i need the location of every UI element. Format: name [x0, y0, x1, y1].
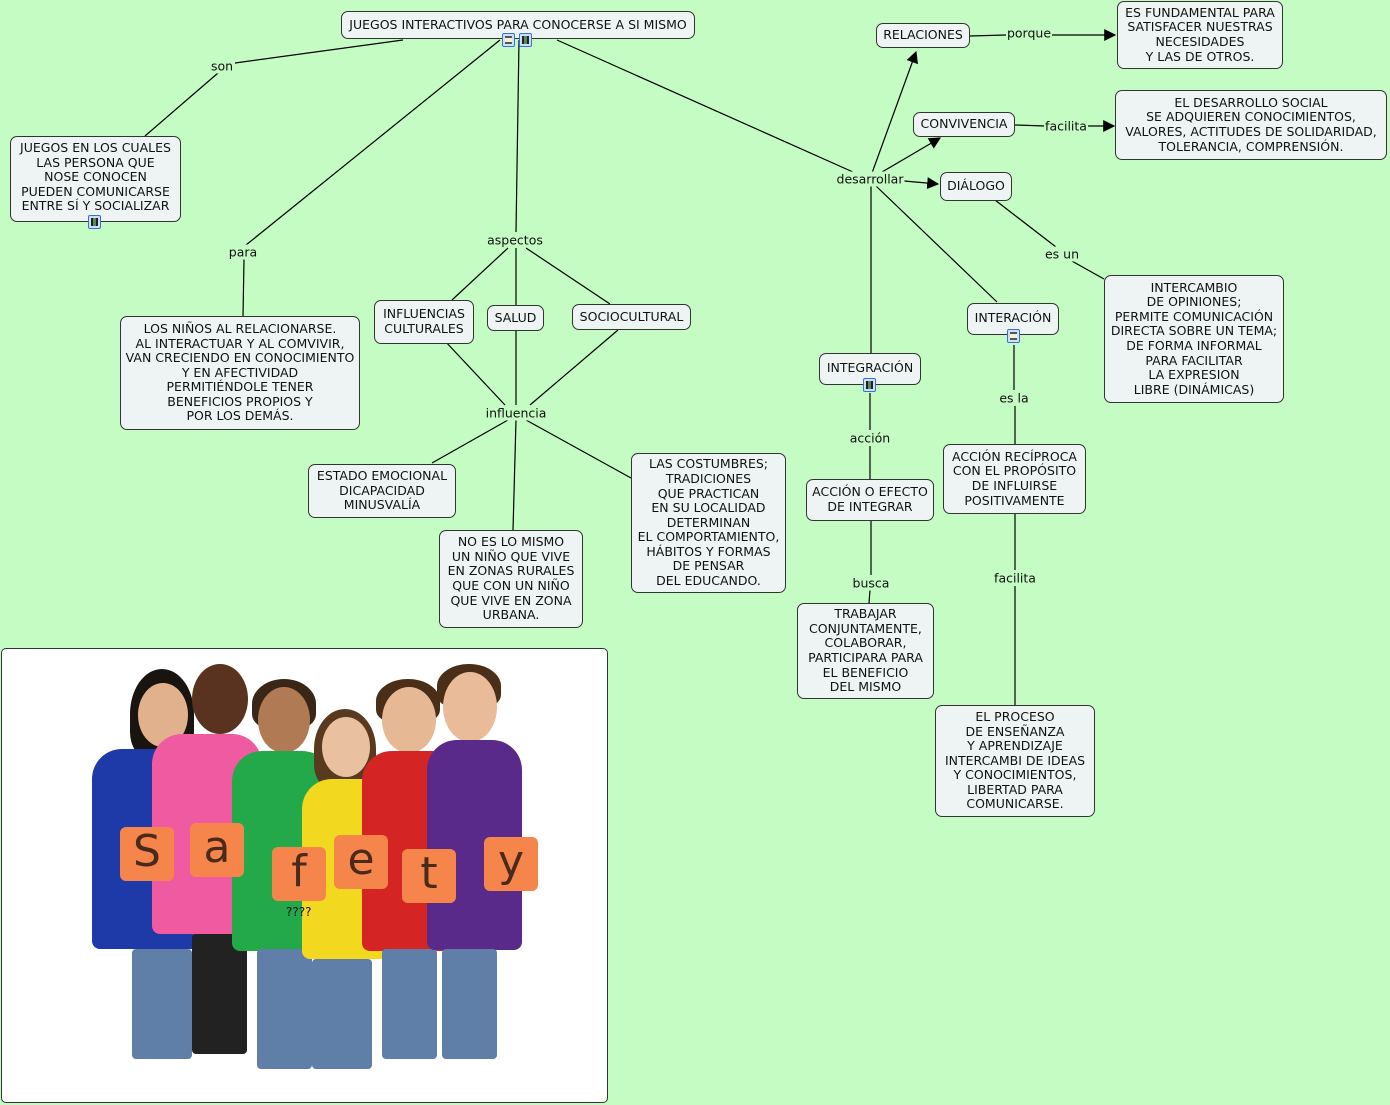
concept-label: ACCIÓN O EFECTO DE INTEGRAR: [812, 484, 928, 514]
concept-accion-efecto[interactable]: ACCIÓN O EFECTO DE INTEGRAR: [806, 479, 934, 521]
concept-intercambio[interactable]: INTERCAMBIO DE OPINIONES; PERMITE COMUNI…: [1104, 275, 1284, 403]
concept-label: JUEGOS EN LOS CUALES LAS PERSONA QUE NOS…: [20, 140, 171, 214]
concept-label: INTERACIÓN: [974, 310, 1052, 325]
concept-label: DIÁLOGO: [947, 178, 1005, 194]
link-label-facilita[interactable]: facilita: [993, 570, 1037, 586]
document-icon[interactable]: [1007, 329, 1020, 343]
concept-label: INTEGRACIÓN: [826, 360, 914, 375]
letter-card: a: [190, 823, 244, 877]
concept-label: NO ES LO MISMO UN NIÑO QUE VIVE EN ZONAS…: [447, 534, 575, 623]
safety-kids-image[interactable]: S a f e t y ????: [1, 648, 608, 1103]
concept-main[interactable]: JUEGOS INTERACTIVOS PARA CONOCERSE A SI …: [341, 11, 695, 39]
video-icon[interactable]: [519, 33, 532, 47]
concept-label: ES FUNDAMENTAL PARA SATISFACER NUESTRAS …: [1125, 4, 1275, 64]
link-label-aspectos[interactable]: aspectos: [486, 232, 544, 248]
concept-relaciones[interactable]: RELACIONES: [876, 23, 970, 48]
concept-dialogo[interactable]: DIÁLOGO: [940, 172, 1012, 201]
image-caption: ????: [286, 905, 312, 919]
link-label-son[interactable]: son: [209, 58, 235, 74]
concept-label: RELACIONES: [883, 27, 963, 43]
link-label-porque[interactable]: porque: [1005, 25, 1053, 41]
video-icon[interactable]: [88, 215, 101, 229]
concept-label: EL PROCESO DE ENSEÑANZA Y APRENDIZAJE IN…: [944, 708, 1086, 812]
link-label-facilita[interactable]: facilita: [1044, 118, 1088, 134]
concept-label: EL DESARROLLO SOCIAL SE ADQUIEREN CONOCI…: [1125, 94, 1377, 154]
letter-card: t: [402, 849, 456, 903]
letter-card: f: [272, 847, 326, 901]
link-label-influencia[interactable]: influencia: [484, 405, 548, 421]
concept-label: INTERCAMBIO DE OPINIONES; PERMITE COMUNI…: [1110, 279, 1278, 397]
link-label-accion[interactable]: acción: [848, 430, 892, 446]
link-label-es-la[interactable]: es la: [998, 390, 1030, 406]
concept-influencias-culturales[interactable]: INFLUENCIAS CULTURALES: [374, 300, 474, 344]
video-icon[interactable]: [863, 378, 876, 392]
link-label-para[interactable]: para: [227, 244, 259, 260]
concept-label: JUEGOS INTERACTIVOS PARA CONOCERSE A SI …: [349, 16, 687, 32]
concept-estado-emocional[interactable]: ESTADO EMOCIONAL DICAPACIDAD MINUSVALÍA: [308, 464, 456, 518]
concept-integracion[interactable]: INTEGRACIÓN: [819, 353, 921, 385]
concept-label: SALUD: [494, 309, 537, 325]
link-label-busca[interactable]: busca: [851, 575, 891, 591]
link-label-es-un[interactable]: es un: [1043, 246, 1081, 262]
letter-card: y: [484, 837, 538, 891]
concept-label: TRABAJAR CONJUNTAMENTE, COLABORAR, PARTI…: [808, 606, 923, 695]
concept-es-fundamental[interactable]: ES FUNDAMENTAL PARA SATISFACER NUESTRAS …: [1117, 1, 1283, 69]
concept-sociocultural[interactable]: SOCIOCULTURAL: [572, 304, 691, 330]
link-label-desarrollar[interactable]: desarrollar: [835, 171, 905, 187]
concept-trabajar[interactable]: TRABAJAR CONJUNTAMENTE, COLABORAR, PARTI…: [797, 603, 934, 699]
concept-accion-reciproca[interactable]: ACCIÓN RECÍPROCA CON EL PROPÓSITO DE INF…: [943, 444, 1086, 514]
letter-card: e: [334, 835, 388, 889]
concept-proceso[interactable]: EL PROCESO DE ENSEÑANZA Y APRENDIZAJE IN…: [935, 705, 1095, 817]
concept-label: CONVIVENCIA: [920, 116, 1008, 132]
concept-label: LOS NIÑOS AL RELACIONARSE. AL INTERACTUA…: [125, 320, 355, 424]
concept-costumbres[interactable]: LAS COSTUMBRES; TRADICIONES QUE PRACTICA…: [631, 453, 786, 593]
concept-convivencia[interactable]: CONVIVENCIA: [913, 112, 1015, 137]
concept-salud[interactable]: SALUD: [487, 305, 544, 331]
concept-label: ESTADO EMOCIONAL DICAPACIDAD MINUSVALÍA: [316, 468, 448, 513]
concept-no-es-lo-mismo[interactable]: NO ES LO MISMO UN NIÑO QUE VIVE EN ZONAS…: [439, 530, 583, 628]
concept-label: ACCIÓN RECÍPROCA CON EL PROPÓSITO DE INF…: [952, 448, 1077, 508]
concept-label: SOCIOCULTURAL: [579, 308, 684, 324]
concept-ninos[interactable]: LOS NIÑOS AL RELACIONARSE. AL INTERACTUA…: [120, 316, 360, 430]
concept-desarrollo-social[interactable]: EL DESARROLLO SOCIAL SE ADQUIEREN CONOCI…: [1115, 90, 1387, 160]
document-icon[interactable]: [502, 33, 515, 47]
letter-card: S: [120, 827, 174, 881]
concept-label: INFLUENCIAS CULTURALES: [383, 306, 465, 336]
concept-label: LAS COSTUMBRES; TRADICIONES QUE PRACTICA…: [637, 456, 780, 589]
concept-juegos[interactable]: JUEGOS EN LOS CUALES LAS PERSONA QUE NOS…: [10, 136, 181, 222]
